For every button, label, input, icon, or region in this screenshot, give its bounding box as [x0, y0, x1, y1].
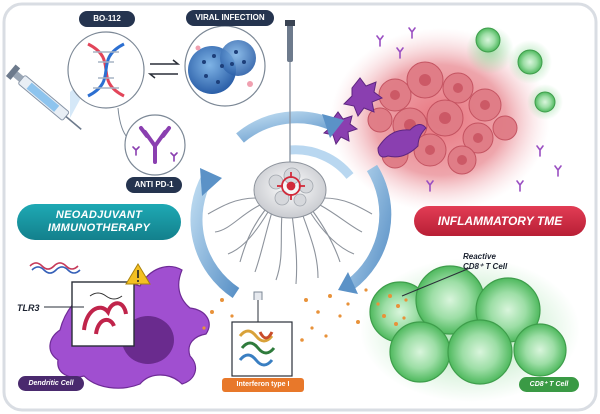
- label-tlr3: TLR3: [17, 303, 40, 313]
- cytokine-dots: [202, 288, 374, 342]
- label-neoadjuvant-line2: IMMUNOTHERAPY: [47, 222, 151, 234]
- syringe-icon: [5, 64, 82, 130]
- label-bo112: BO-112: [79, 11, 135, 27]
- dna-icon: [67, 31, 145, 109]
- virus-icon: [184, 25, 266, 107]
- label-cd8-t-cell: CD8⁺ T Cell: [519, 377, 579, 392]
- label-reactive-line1: Reactive: [463, 252, 496, 261]
- label-anti-pd1: ANTI PD-1: [126, 177, 182, 193]
- label-neoadjuvant-line1: NEOADJUVANT: [55, 209, 143, 221]
- central-tumor: [207, 161, 373, 285]
- label-neoadjuvant-immunotherapy: NEOADJUVANT IMMUNOTHERAPY: [17, 204, 181, 240]
- inflammatory-tumor-mass: [330, 28, 550, 212]
- label-reactive-line2: CD8⁺ T Cell: [463, 262, 508, 271]
- label-dendritic-cell: Dendritic Cell: [18, 376, 84, 391]
- target-icon: [277, 172, 305, 200]
- label-interferon-type-1: Interferon type I: [222, 378, 304, 392]
- interferon-box: [231, 291, 293, 377]
- tme-antibodies: [376, 27, 562, 192]
- reactive-pointer: [401, 267, 471, 297]
- cd8-t-cell-cluster: [360, 258, 580, 402]
- label-inflammatory-tme: INFLAMMATORY TME: [414, 206, 586, 236]
- rna-strand: [29, 262, 81, 274]
- antibody-icon: [117, 107, 186, 176]
- cycle-arrowheads: [200, 114, 358, 294]
- cycle-arrows-inner: [289, 145, 354, 179]
- exchange-arrows-icon: [147, 59, 181, 79]
- tlr3-inset: [44, 281, 135, 347]
- needle-icon: [285, 20, 295, 175]
- cycle-arrow: [190, 111, 392, 299]
- infiltrating-t-cells: [466, 26, 563, 120]
- label-reactive-cd8: Reactive CD8⁺ T Cell: [463, 252, 507, 272]
- warning-icon: [125, 263, 151, 285]
- label-viral-infection: VIRAL INFECTION: [186, 10, 274, 26]
